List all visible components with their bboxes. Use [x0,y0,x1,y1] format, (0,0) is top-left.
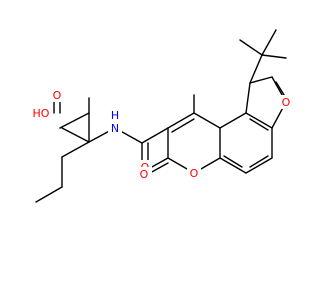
bond [245,112,273,129]
bond [59,112,90,129]
bond [149,157,169,169]
bond [249,155,269,168]
molecule-svg: HO O N H O O O O [30,29,293,203]
bond [245,157,273,174]
bond [193,112,221,129]
bond [35,186,63,203]
amide-hydrogen-label: H [111,109,119,122]
bond [249,54,263,84]
bond [249,118,269,131]
acid-carbonyl-oxygen-label: O [53,89,62,102]
lactone-ring-oxygen-label: O [190,167,199,180]
bond [171,118,195,133]
furan-oxygen-label: O [282,96,291,109]
bond [219,157,247,174]
bond [261,54,287,59]
bond [245,82,251,114]
bond [219,112,247,129]
bond [261,29,277,56]
molecule-structure-diagram: HO O N H O O O O [30,29,293,203]
bond [141,127,169,144]
lactone-carbonyl-oxygen-label: O [140,168,149,181]
bond-lines [35,29,287,203]
atom-labels: HO O N H O O O O [30,88,293,181]
bond [149,162,169,174]
hydroxyl-label: HO [33,107,50,120]
bond [167,112,195,129]
bond [249,76,273,84]
bond [223,155,243,168]
bond [239,39,263,56]
bond [61,127,90,143]
amide-nitrogen-label: N [111,122,119,135]
bond [61,141,90,158]
